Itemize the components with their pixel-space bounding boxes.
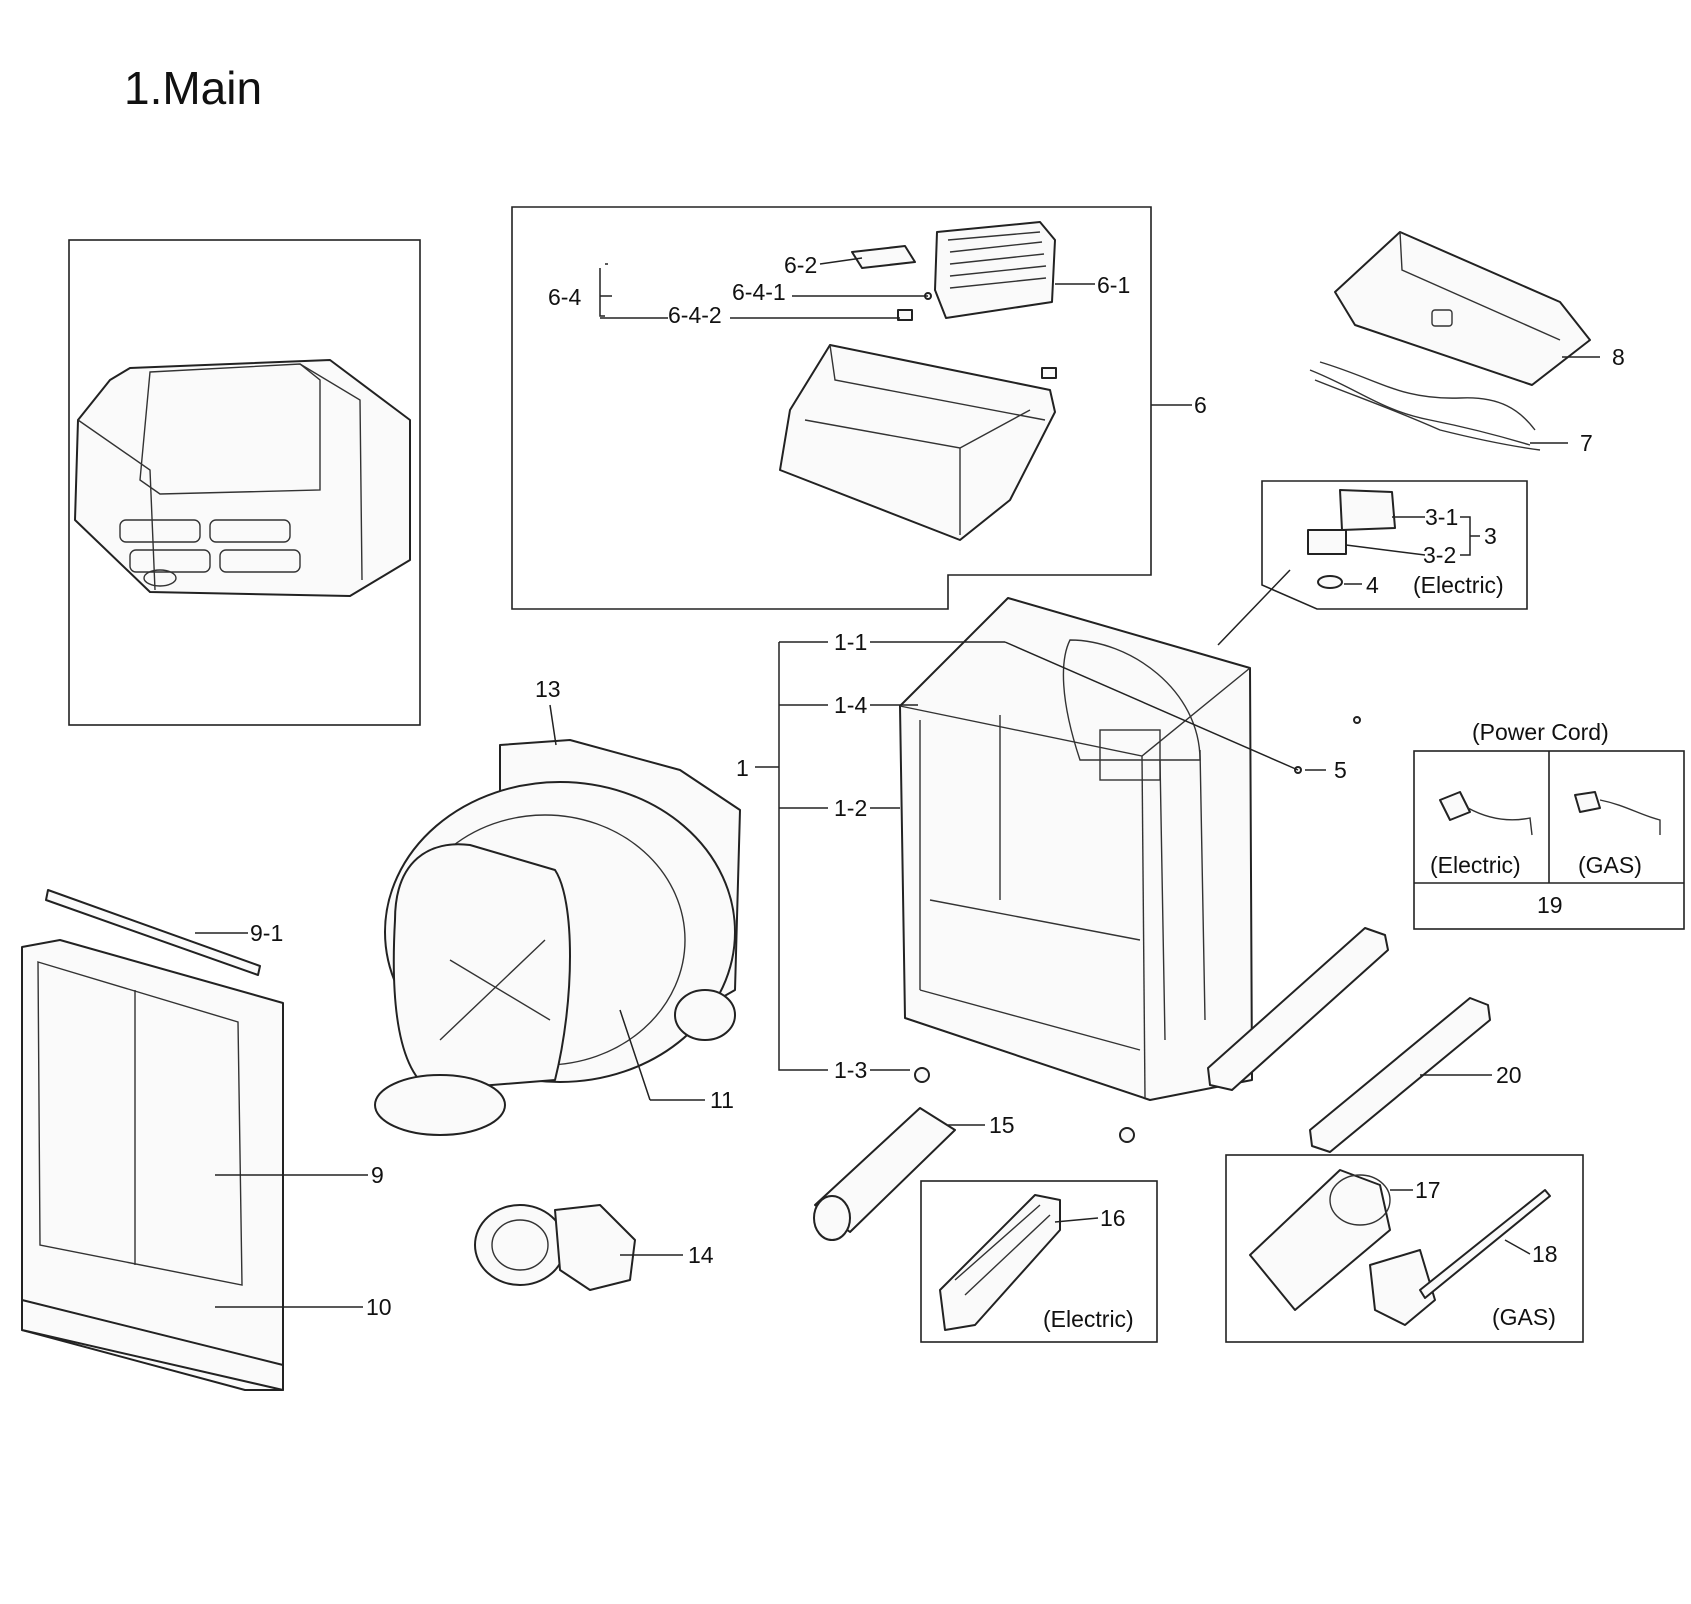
callout-11: 11 xyxy=(710,1087,734,1113)
callout-10: 10 xyxy=(366,1294,392,1320)
callout-3-2: 3-2 xyxy=(1423,542,1456,568)
part-1-3-foot-right xyxy=(1119,1127,1135,1143)
part-18-gas-valve xyxy=(1369,1249,1436,1326)
label-power-cord: (Power Cord) xyxy=(1472,719,1609,745)
callout-5: 5 xyxy=(1334,757,1347,783)
gas-burner-group xyxy=(1225,1154,1584,1343)
callout-labels: 6-2 6-1 6-4 6-4-1 6-4-2 6 8 7 3-1 3-2 3 … xyxy=(250,252,1642,1332)
duct-group xyxy=(813,1107,956,1241)
callout-18: 18 xyxy=(1532,1241,1558,1267)
blower-group xyxy=(474,1204,636,1291)
part-9-1-hinge-bar xyxy=(45,889,261,976)
part-17-burner-tube xyxy=(1249,1169,1391,1311)
callout-4: 4 xyxy=(1366,572,1379,598)
callout-6-4-2: 6-4-2 xyxy=(668,302,722,328)
part-4-grommet xyxy=(1317,575,1343,589)
top-cover-group xyxy=(511,206,1152,610)
control-panel-group xyxy=(1309,231,1591,451)
callout-6: 6 xyxy=(1194,392,1207,418)
callout-20: 20 xyxy=(1496,1062,1522,1088)
callout-1-1: 1-1 xyxy=(834,629,867,655)
drum-assembly xyxy=(374,739,741,1136)
callout-1: 1 xyxy=(736,755,749,781)
callout-3: 3 xyxy=(1484,523,1497,549)
drum-lint-duct xyxy=(374,1074,506,1136)
electric-pcb-group xyxy=(1261,480,1528,610)
part-1-3-foot-left xyxy=(914,1067,930,1083)
callout-1-3: 1-3 xyxy=(834,1057,867,1083)
part-5-screw-a xyxy=(1353,716,1361,724)
callout-6-2: 6-2 xyxy=(784,252,817,278)
part-6-top-cover xyxy=(779,344,1056,541)
part-6-4-clip-right xyxy=(1041,367,1057,379)
power-cord-gas-illustration xyxy=(1574,791,1661,835)
overview-panel xyxy=(68,239,421,726)
support-rails xyxy=(1207,927,1491,1153)
part-20-rail-upper xyxy=(1207,927,1389,1091)
label-electric-pcb: (Electric) xyxy=(1413,572,1504,598)
power-cord-group xyxy=(1413,750,1685,930)
part-10-kick-panel xyxy=(21,1299,284,1391)
part-20-rail-lower xyxy=(1309,997,1491,1153)
part-6-1-housing xyxy=(934,221,1056,319)
label-cord-electric: (Electric) xyxy=(1430,852,1521,878)
part-3-1-pcb-cover xyxy=(1339,489,1396,531)
label-gas-burner: (GAS) xyxy=(1492,1304,1556,1330)
power-cord-electric-illustration xyxy=(1439,791,1533,836)
door-group xyxy=(21,889,284,1391)
heater-group xyxy=(920,1180,1158,1343)
callout-9-1: 9-1 xyxy=(250,920,283,946)
callout-3-1: 3-1 xyxy=(1425,504,1458,530)
part-6-2-bracket xyxy=(851,245,916,269)
part-14-blower-housing xyxy=(554,1204,636,1291)
part-8-control-panel xyxy=(1334,231,1591,386)
leader-lines xyxy=(195,257,1600,1308)
label-cord-gas: (GAS) xyxy=(1578,852,1642,878)
callout-7: 7 xyxy=(1580,430,1593,456)
cabinet-frame xyxy=(899,597,1361,1143)
callout-13: 13 xyxy=(535,676,561,702)
part-6-4-clip-left xyxy=(897,309,913,321)
dryer-overview-illustration xyxy=(74,359,411,597)
drum-blower-housing xyxy=(674,989,736,1041)
callout-14: 14 xyxy=(688,1242,714,1268)
callout-6-4-1: 6-4-1 xyxy=(732,279,786,305)
callout-9: 9 xyxy=(371,1162,384,1188)
label-electric-heater: (Electric) xyxy=(1043,1306,1134,1332)
callout-16: 16 xyxy=(1100,1205,1126,1231)
callout-1-4: 1-4 xyxy=(834,692,867,718)
callout-17: 17 xyxy=(1415,1177,1441,1203)
callout-8: 8 xyxy=(1612,344,1625,370)
part-7-wire-harness xyxy=(1309,361,1541,451)
callout-19: 19 xyxy=(1537,892,1563,918)
callout-6-1: 6-1 xyxy=(1097,272,1130,298)
part-18-gas-pipe xyxy=(1419,1189,1551,1299)
callout-1-2: 1-2 xyxy=(834,795,867,821)
callout-6-4: 6-4 xyxy=(548,284,581,310)
drum-front-opening xyxy=(392,843,571,1091)
part-3-2-pcb-board xyxy=(1307,529,1347,555)
page-title: 1.Main xyxy=(124,62,262,114)
callout-15: 15 xyxy=(989,1112,1015,1138)
part-14-blower-wheel xyxy=(474,1204,566,1286)
